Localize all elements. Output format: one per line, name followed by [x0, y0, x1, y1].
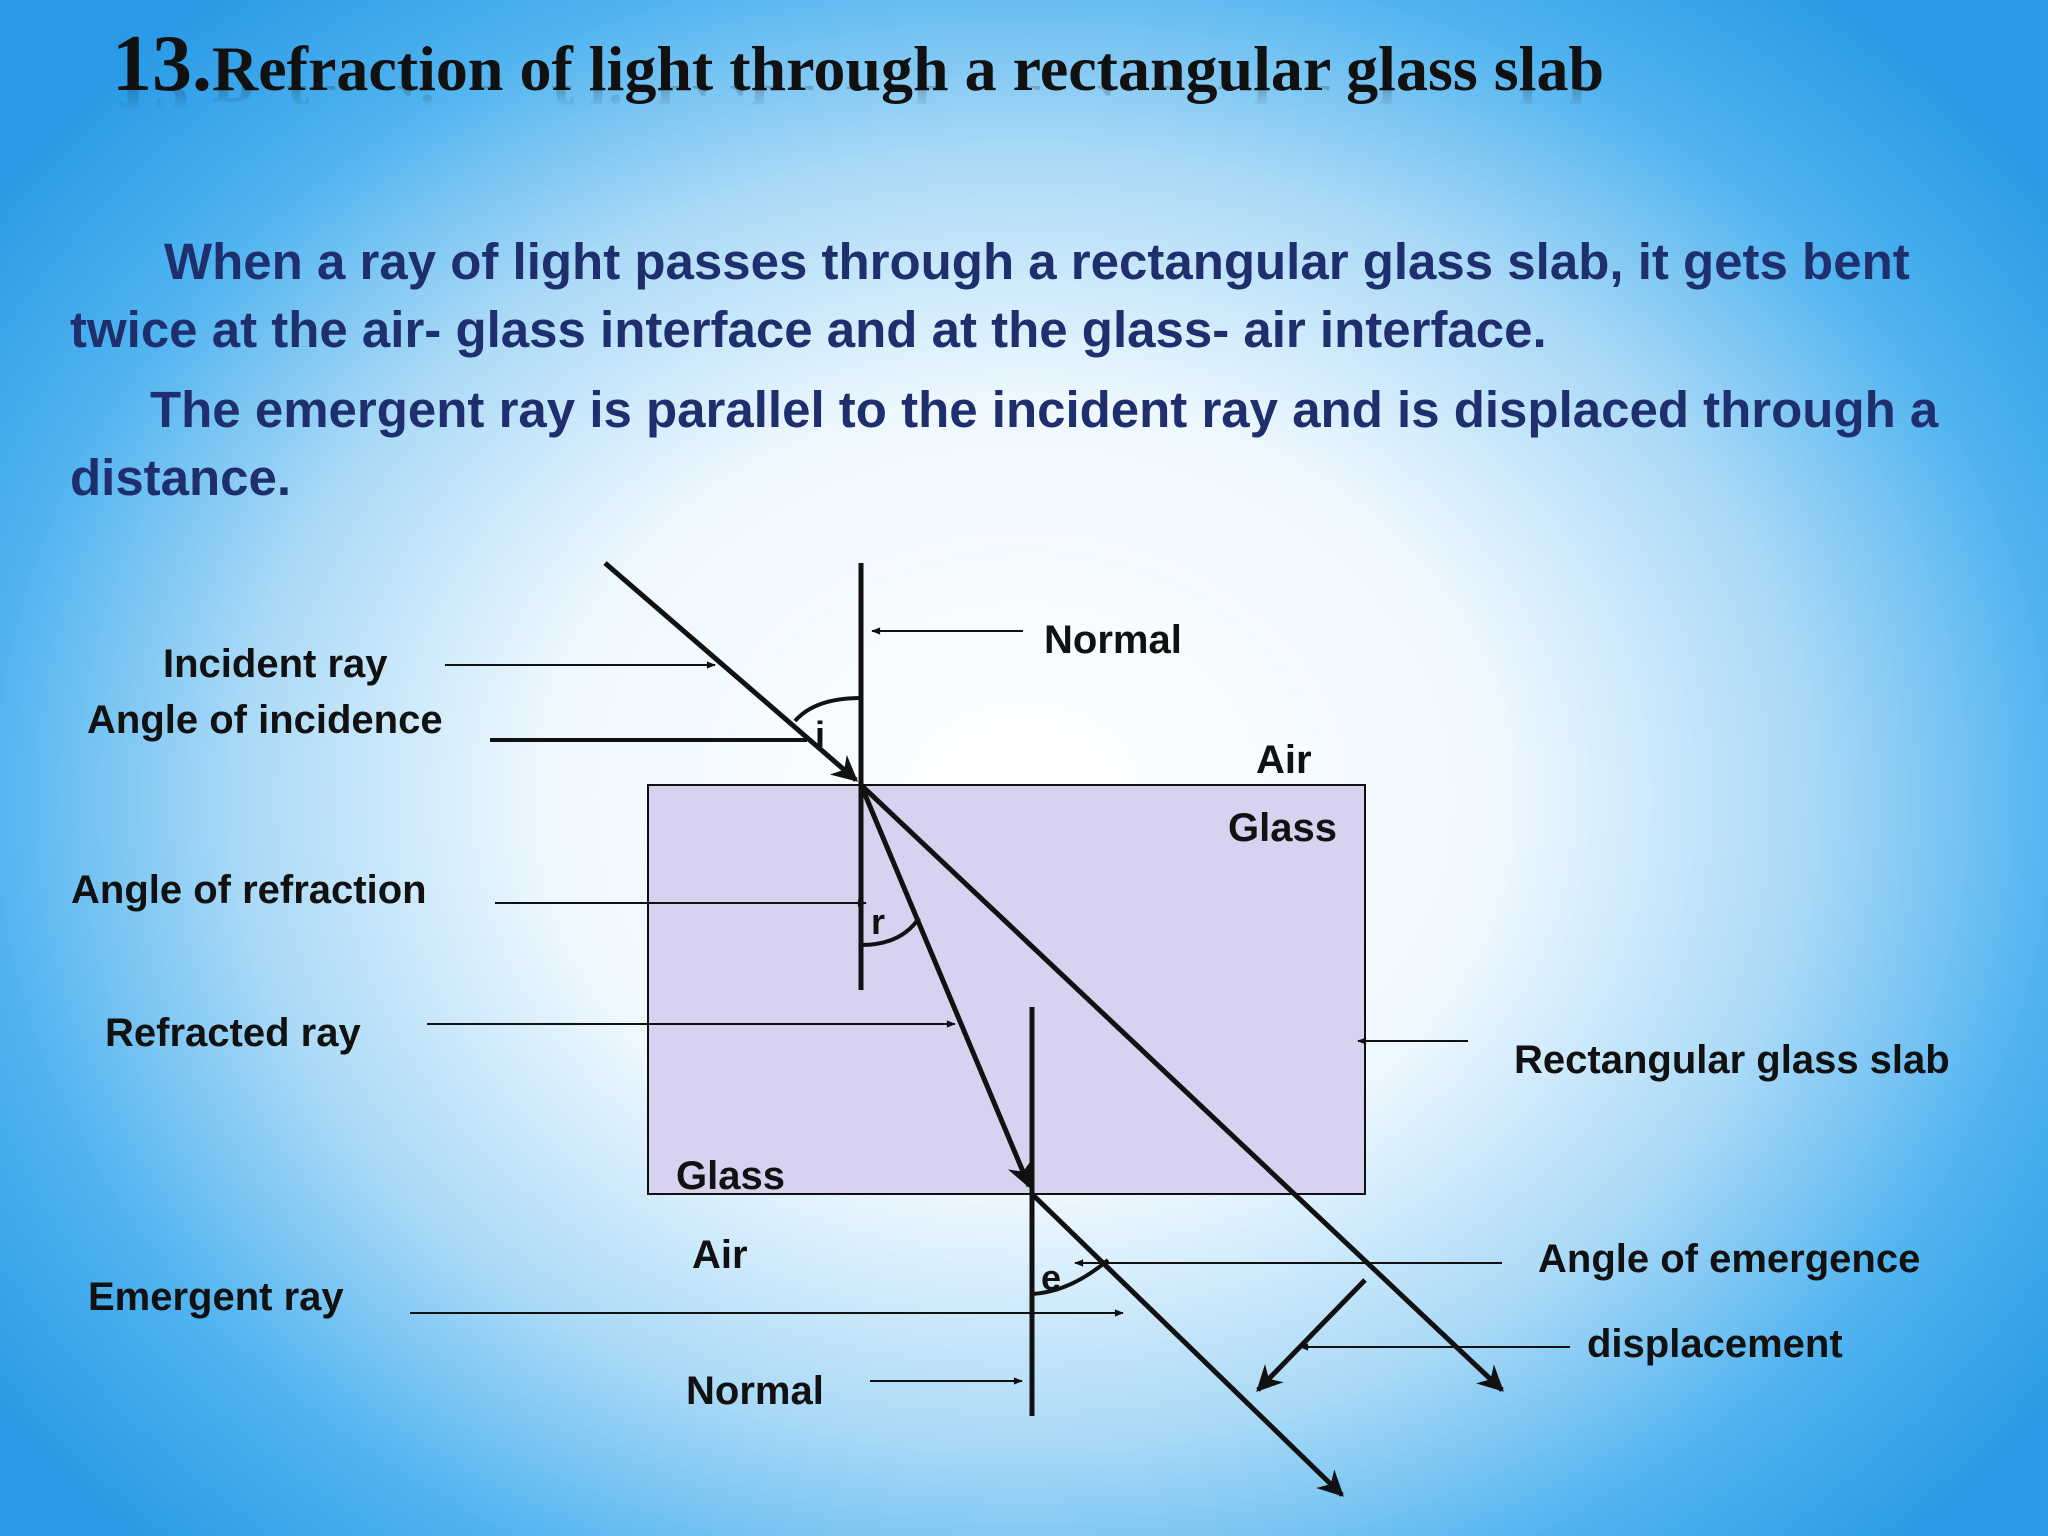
displacement-arrow: [1256, 1278, 1367, 1392]
angle-of-emergence-arc: [1031, 1258, 1110, 1296]
refracted-ray: [858, 784, 1032, 1189]
title-text: Refraction of light through a rectangula…: [212, 33, 1605, 104]
label-air-bottom: Air: [692, 1233, 748, 1277]
paragraph-refraction-description: When a ray of light passes through a rec…: [70, 228, 2010, 364]
label-emergent-ray: Emergent ray: [88, 1275, 344, 1319]
label-refracted-ray: Refracted ray: [105, 1011, 361, 1055]
label-angle-of-refraction: Angle of refraction: [71, 868, 427, 912]
label-normal-bottom: Normal: [686, 1369, 824, 1413]
label-glass-bottom: Glass: [676, 1154, 785, 1198]
symbol-e: e: [1041, 1257, 1061, 1298]
label-angle-of-emergence: Angle of emergence: [1538, 1237, 1920, 1281]
symbol-r: r: [871, 901, 885, 942]
page-title: 13.Refraction of light through a rectang…: [112, 24, 1604, 104]
label-air-top: Air: [1256, 738, 1312, 782]
symbol-i: i: [815, 714, 825, 755]
title-number: 13.: [112, 20, 212, 108]
emergent-ray: [1030, 1192, 1344, 1497]
label-normal-top: Normal: [1044, 618, 1182, 662]
label-incident-ray: Incident ray: [163, 642, 388, 686]
extended-incident-ray: [859, 783, 1504, 1392]
angle-of-refraction-arc: [860, 916, 921, 947]
title-block: 13.Refraction of light through a rectang…: [112, 24, 1604, 126]
label-angle-of-incidence: Angle of incidence: [87, 698, 443, 742]
incident-ray: [603, 561, 858, 782]
paragraph-emergent-description: The emergent ray is parallel to the inci…: [70, 376, 2010, 512]
paragraph-1-text: When a ray of light passes through a rec…: [70, 233, 1910, 358]
label-glass-top: Glass: [1228, 806, 1337, 850]
paragraph-2-text: The emergent ray is parallel to the inci…: [70, 381, 1939, 506]
label-displacement: displacement: [1587, 1322, 1843, 1366]
angle-of-incidence-arc: [793, 696, 862, 723]
label-rectangular-glass-slab: Rectangular glass slab: [1514, 1038, 1950, 1082]
